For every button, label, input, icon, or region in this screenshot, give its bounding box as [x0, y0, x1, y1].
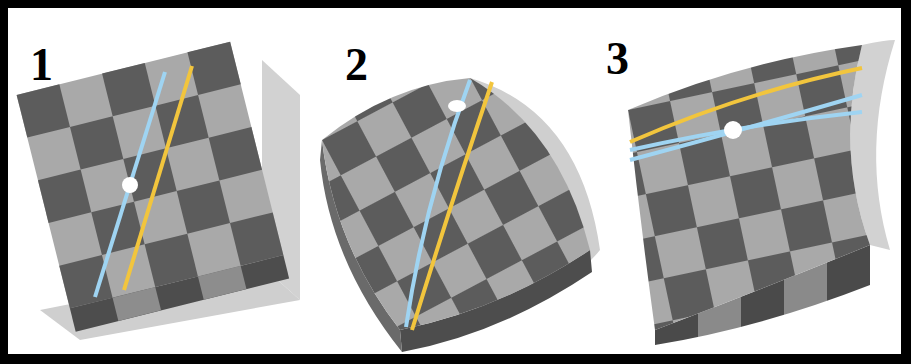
saddle-board — [628, 40, 895, 345]
dome-board — [320, 78, 600, 352]
panel-number: 2 — [345, 42, 368, 88]
panel-number: 3 — [606, 36, 629, 82]
flat-board — [17, 42, 300, 340]
panel-number: 1 — [30, 42, 53, 88]
